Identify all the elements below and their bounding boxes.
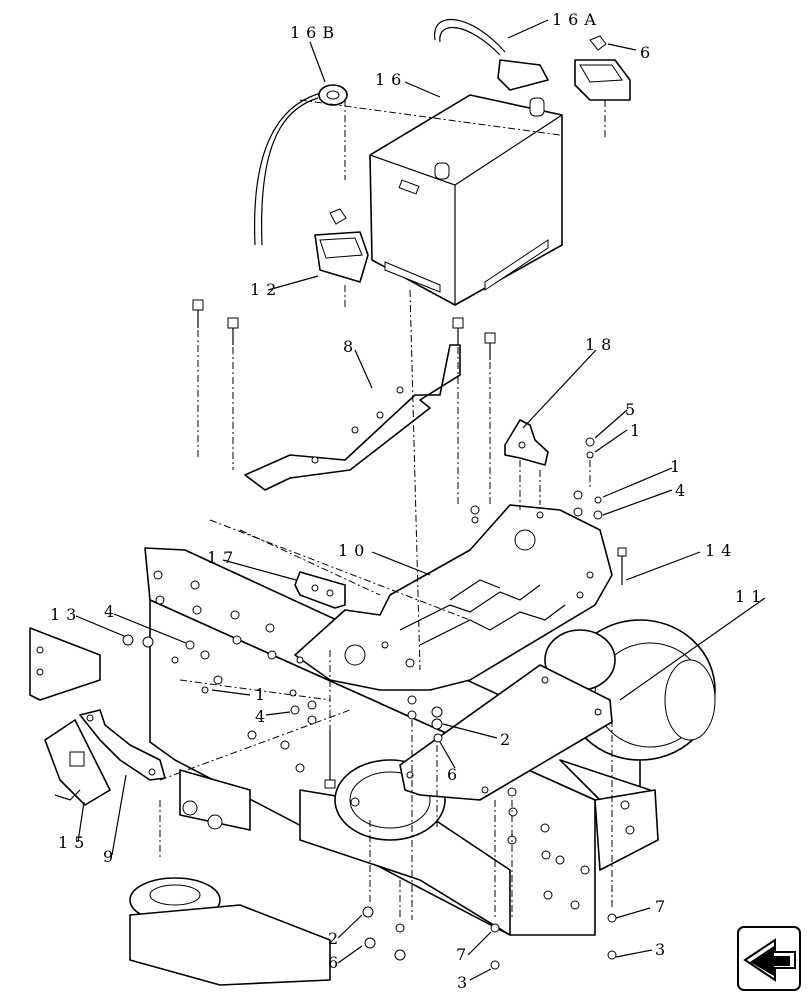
label-3: 3 [655,940,671,959]
battery [369,94,563,306]
label-14: 14 [705,541,737,560]
label-4: 4 [255,707,271,726]
label-5: 5 [625,400,641,419]
label-12: 12 [250,280,282,299]
label-2: 2 [328,929,344,948]
cable-16A [434,19,549,91]
alignment-lines [159,99,613,920]
cover-plate [399,664,613,801]
label-10: 10 [338,541,370,560]
arrow-left-icon[interactable] [737,926,801,991]
support-bar [244,344,461,491]
label-4: 4 [104,602,120,621]
label-16: 16 [375,70,407,89]
label-1: 1 [670,457,686,476]
mounting-plate [294,504,613,691]
bracket-18 [504,419,549,466]
label-9: 9 [103,847,119,866]
label-16B: 16B [290,23,340,42]
label-2: 2 [500,730,516,749]
label-18: 18 [585,335,617,354]
label-15: 15 [58,833,90,852]
hold-down-clamps [314,35,631,283]
label-17: 17 [207,548,239,567]
cable-16B [253,84,348,246]
bracket-17 [294,571,346,609]
label-8: 8 [343,337,359,356]
relay-15 [44,719,111,806]
label-3: 3 [457,973,473,992]
label-7: 7 [655,897,671,916]
leader-lines [75,19,766,981]
rail-holes [153,570,590,910]
label-6: 6 [447,765,463,784]
bracket-9 [79,709,166,781]
label-1: 1 [630,421,646,440]
label-6: 6 [328,953,344,972]
callout-labels: 16B 16A 16 6 12 8 18 5 1 1 4 14 17 10 11… [50,10,767,992]
label-6: 6 [640,43,656,62]
label-13: 13 [50,605,82,624]
label-16A: 16A [552,10,602,29]
fasteners [122,299,627,970]
label-11: 11 [735,587,767,606]
label-7: 7 [456,945,472,964]
label-4: 4 [675,481,691,500]
label-1: 1 [255,685,271,704]
